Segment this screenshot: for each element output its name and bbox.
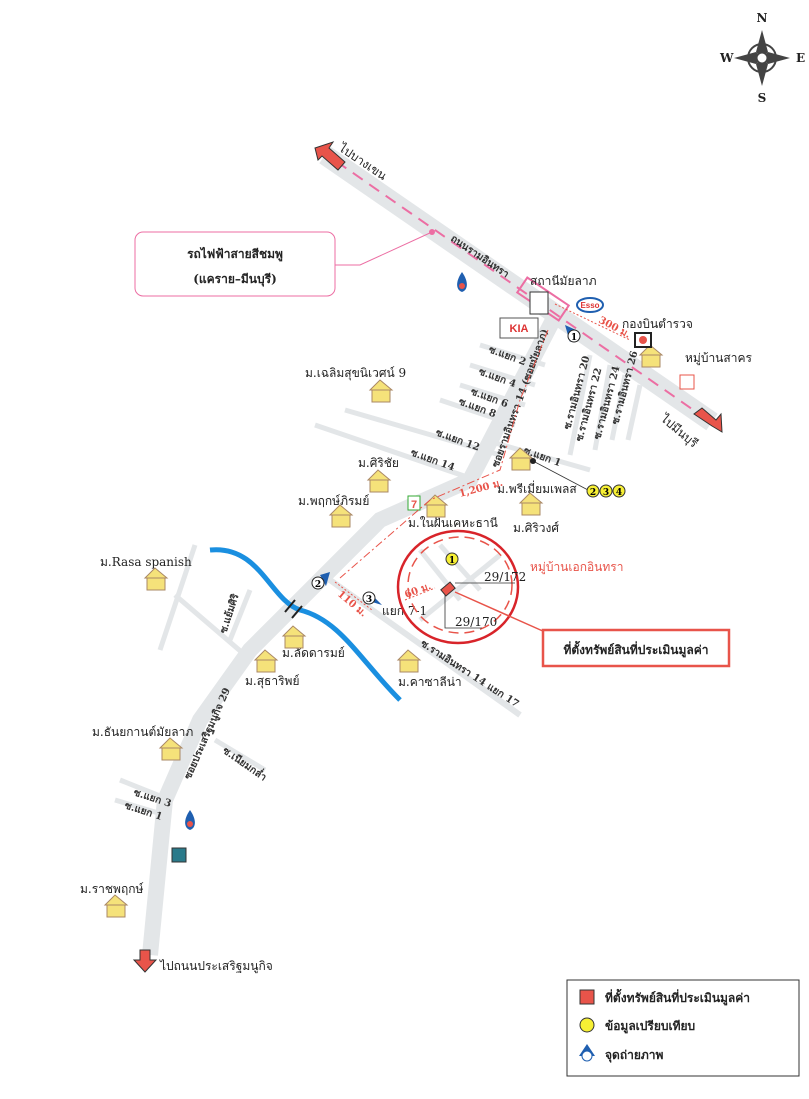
soi-ramindra-14 (142, 318, 560, 956)
ptt-station-icon (171, 847, 187, 863)
bts-icon (529, 291, 549, 315)
comparable-number: 3 (603, 488, 609, 498)
subject-area-circle (396, 529, 520, 645)
label-siri-chai: ม.ศิริชัย (358, 456, 399, 470)
legend-subject-icon (579, 989, 595, 1005)
house-icon (253, 649, 279, 673)
label-ek-indra: หมู่บ้านเอกอินทรา (530, 560, 623, 575)
compass-e: E (796, 51, 805, 65)
label-latda: ม.ลัดดารมย์ (282, 646, 345, 660)
label-premium: ม.พรีเมี่ยมเพลส (497, 480, 577, 496)
legend: ที่ตั้งทรัพย์สินที่ประเมินมูลค่า ข้อมูลเ… (566, 979, 800, 1077)
label-to-prasert: ไปถนนประเสริฐมนูกิจ (159, 959, 273, 974)
label-chaloem: ม.เฉลิมสุขนิเวศน์ 9 (305, 366, 406, 381)
label-station: สถานีมัยลาภ (530, 274, 597, 288)
photo-point-1: 1 (565, 325, 581, 343)
compass-s: S (758, 91, 767, 105)
kia-logo (499, 317, 539, 339)
house-icon (508, 447, 534, 471)
plot-29-172: 29/172 (484, 570, 526, 584)
legend-photo-point-label: จุดถ่ายภาพ (605, 1048, 664, 1063)
comparable-number: 4 (616, 488, 622, 498)
house-icons (103, 344, 664, 918)
house-icon (396, 649, 422, 673)
label-soi: ซ.แยก 12 (434, 427, 481, 453)
plot-29-170: 29/170 (455, 615, 497, 629)
house-icon (281, 625, 307, 649)
pink-line-train (319, 149, 716, 426)
label-soi: ซ.แยก 2 (487, 344, 528, 368)
label-soi: ซ.เนียมกล่ำ (220, 743, 270, 784)
comparable-4: 4 (612, 484, 626, 498)
label-police: กองบินตำรวจ (622, 317, 693, 331)
house-icon (366, 469, 392, 493)
label-rasa: ม.Rasa spanish (100, 555, 192, 569)
label-thanya: ม.ธันยกานต์มัยลาภ (92, 725, 193, 739)
subject-callout (541, 628, 731, 668)
house-icon (328, 504, 354, 528)
kia-label: KIA (510, 323, 529, 335)
label-soi: ซ.แยก 4 (477, 366, 518, 390)
label-soi: ซ.รามอินทรา 14 แยก 17 (418, 637, 521, 710)
label-phruk: ม.พฤกษ์ภิรมย์ (298, 494, 369, 508)
esso-label: Esso (580, 301, 599, 310)
train-callout-line1: รถไฟฟ้าสายสีชมพู (187, 246, 283, 262)
arrow-min-buri-icon (693, 407, 723, 433)
label-nai-fan: ม.ในฝันเคหะธานี (408, 516, 498, 530)
compass-icon: N S W E (719, 11, 805, 105)
ptt-flame-icon (185, 810, 195, 830)
photo-point-number: 2 (315, 580, 321, 590)
compass-w: W (719, 51, 734, 65)
label-sutha: ม.สุธาริพย์ (245, 674, 300, 689)
house-icon (638, 344, 664, 368)
esso-logo (576, 297, 604, 313)
compass-n: N (757, 11, 768, 25)
subject-property-icon (440, 581, 456, 597)
photo-point-3: 3 (362, 591, 382, 605)
label-sakhon: หมู่บ้านสาคร (685, 351, 752, 366)
train-callout (134, 231, 336, 297)
label-siriwong: ม.ศิริวงศ์ (513, 521, 559, 535)
house-icon (518, 492, 544, 516)
train-callout-line2: (แคราย–มีนบุรี) (193, 272, 277, 287)
river (209, 547, 402, 702)
subject-callout-label: ที่ตั้งทรัพย์สินที่ประเมินมูลค่า (563, 640, 708, 658)
photo-point-number: 3 (366, 595, 372, 605)
comparable-number: 1 (449, 556, 455, 566)
photo-point-number: 1 (571, 333, 577, 343)
house-icon (423, 494, 449, 518)
seven-label: 7 (411, 499, 417, 511)
house-icon (103, 894, 129, 918)
label-kasa: ม.คาซาลีน่า (398, 675, 462, 689)
seven-eleven-icon (407, 495, 421, 511)
ptt-flame-icon (457, 272, 467, 292)
legend-photo-point-icon (579, 1044, 595, 1062)
photo-point-2: 2 (311, 572, 330, 590)
comparable-1: 1 (445, 552, 459, 566)
arrow-prasert-icon (132, 949, 158, 973)
legend-comparable-icon (579, 1017, 595, 1033)
house-icon (143, 567, 169, 591)
comparable-3: 3 (599, 484, 613, 498)
label-ratcha: ม.ราชพฤกษ์ (80, 882, 144, 896)
comparable-2: 2 (586, 484, 600, 498)
legend-subject-label: ที่ตั้งทรัพย์สินที่ประเมินมูลค่า (605, 988, 750, 1006)
house-icon (368, 379, 394, 403)
house-icon (158, 737, 184, 761)
legend-comparable-label: ข้อมูลเปรียบเทียบ (605, 1019, 695, 1034)
comparable-number: 2 (590, 488, 596, 498)
school-icon (679, 374, 695, 390)
arrow-bang-khen-icon (314, 141, 346, 171)
